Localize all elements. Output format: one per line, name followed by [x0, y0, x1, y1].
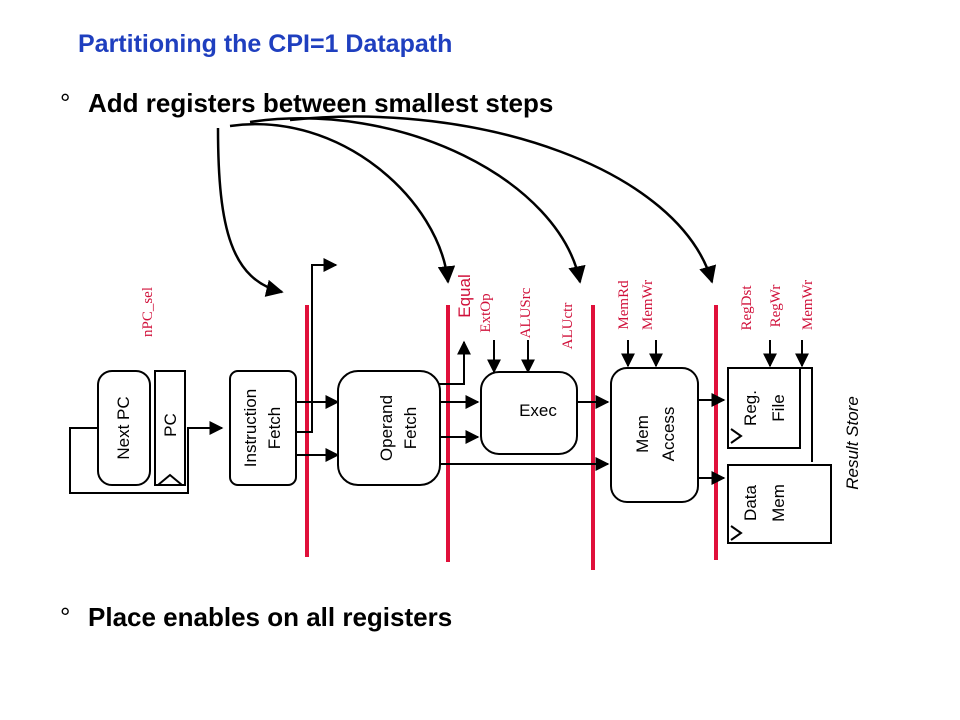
pc-label: PC — [161, 413, 180, 437]
instruction-fetch-block — [229, 370, 297, 486]
data-mem-block — [727, 464, 832, 544]
pointer-arrows — [216, 115, 717, 297]
bullet-mark: ° — [60, 88, 71, 118]
signal-regwr: RegWr — [768, 285, 784, 328]
reg-file-label-2: File — [769, 394, 788, 421]
bullet-text: Add registers between smallest steps — [88, 88, 554, 118]
signal-memwr-mem: MemWr — [640, 280, 656, 330]
reg-file-clock-icon — [730, 428, 743, 444]
exec-label: Exec — [519, 401, 557, 420]
mem-access-label-2: Access — [659, 407, 678, 462]
bullet-place-enables: ° Place enables on all registers — [60, 602, 452, 633]
datapath-wires — [69, 258, 809, 494]
signal-memrd: MemRd — [616, 280, 632, 330]
signal-alusrc: ALUSrc — [518, 287, 534, 338]
signal-extop: ExtOp — [478, 293, 494, 332]
bullet-text: Place enables on all registers — [88, 602, 453, 632]
instruction-fetch-label-2: Fetch — [265, 407, 284, 450]
result-store-wire — [800, 367, 813, 462]
mem-access-block — [610, 367, 699, 503]
signal-aluctr: ALUctr — [560, 303, 576, 350]
datapath-blocks — [97, 367, 832, 544]
result-store-label: Result Store — [843, 396, 862, 490]
data-mem-label-1: Data — [741, 485, 760, 521]
pc-register-block — [154, 370, 186, 486]
next-pc-block — [97, 370, 151, 486]
instruction-fetch-label-1: Instruction — [241, 389, 260, 467]
bullet-mark: ° — [60, 602, 71, 632]
mem-access-label-1: Mem — [633, 415, 652, 453]
pointer-arrow-exec — [249, 117, 586, 284]
operand-fetch-label-1: Operand — [377, 395, 396, 461]
reg-file-label-1: Reg. — [741, 390, 760, 426]
equal-wire — [434, 340, 471, 385]
pointer-arrow-mem — [289, 115, 717, 284]
bullet-add-registers: ° Add registers between smallest steps — [60, 88, 553, 119]
next-pc-label: Next PC — [114, 396, 133, 459]
signal-npc-sel: nPC_sel — [140, 287, 156, 337]
pc-loop-wire — [69, 421, 224, 494]
operand-fetch-label-2: Fetch — [401, 407, 420, 450]
signal-equal: Equal — [455, 274, 474, 317]
data-mem-label-2: Mem — [769, 484, 788, 522]
exec-block — [480, 371, 578, 455]
page-title: Partitioning the CPI=1 Datapath — [78, 30, 453, 58]
reg-file-block — [727, 367, 801, 449]
signal-memwr-store: MemWr — [800, 280, 816, 330]
operand-fetch-block — [337, 370, 441, 486]
signal-regdst: RegDst — [739, 285, 755, 331]
data-mem-clock-icon — [730, 525, 743, 541]
fetch-up-wire — [296, 258, 338, 433]
pointer-arrow-fetch — [216, 127, 284, 297]
pc-clock-icon — [157, 473, 183, 486]
pointer-arrow-operand — [229, 123, 456, 284]
